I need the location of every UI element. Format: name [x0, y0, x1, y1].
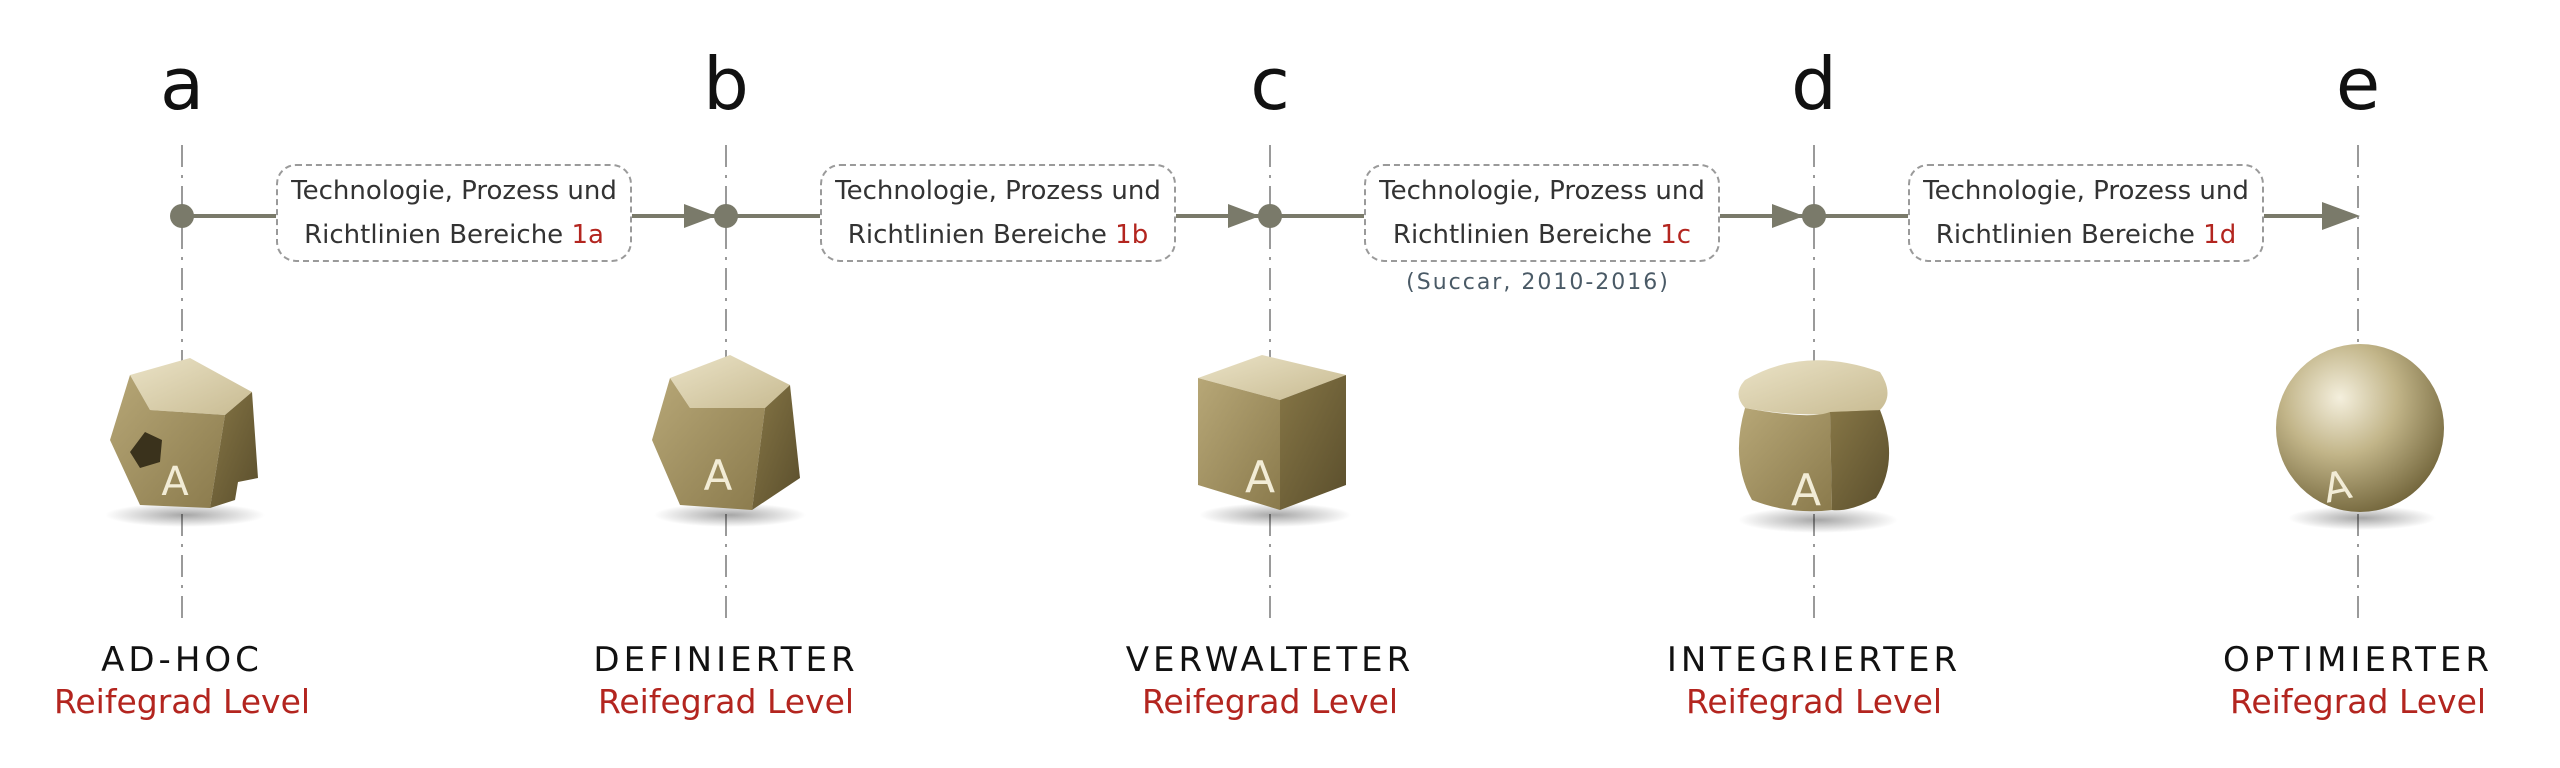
shape-a-icon: A	[105, 358, 265, 527]
transition-line2: Richtlinien Bereiche	[304, 220, 564, 250]
shape-e-icon: A	[2276, 344, 2444, 530]
transition-code: 1b	[1115, 220, 1149, 250]
svg-text:A: A	[1791, 465, 1821, 516]
node-dot-a	[170, 204, 194, 228]
level-sub-e: Reifegrad Level	[2229, 682, 2487, 721]
stage-letter-c: c	[1250, 42, 1290, 126]
arrow-head-c	[1228, 204, 1260, 228]
level-sub-c: Reifegrad Level	[1141, 682, 1399, 721]
level-name-b: DEFINIERTER	[593, 640, 859, 680]
shape-c-icon: A	[1198, 355, 1351, 527]
level-sub-b: Reifegrad Level	[597, 682, 855, 721]
transition-box-1a: Technologie, Prozess und Richtlinien Ber…	[276, 164, 632, 262]
level-sub-a: Reifegrad Level	[53, 682, 311, 721]
stage-letter-b: b	[703, 42, 749, 126]
arrow-head-e	[2322, 202, 2360, 230]
svg-text:A: A	[161, 459, 189, 505]
shape-b-icon: A	[652, 355, 806, 527]
transition-line1: Technologie, Prozess und	[291, 176, 617, 206]
arrow-head-d	[1772, 204, 1804, 228]
node-dot-b	[714, 204, 738, 228]
stage-letter-d: d	[1791, 42, 1837, 126]
node-dot-d	[1802, 204, 1826, 228]
node-dot-c	[1258, 204, 1282, 228]
svg-text:A: A	[1245, 452, 1275, 503]
transition-box-1b: Technologie, Prozess und Richtlinien Ber…	[820, 164, 1176, 262]
transition-line2: Richtlinien Bereiche	[1392, 220, 1652, 250]
level-name-a: AD-HOC	[101, 640, 263, 680]
citation: (Succar, 2010-2016)	[1406, 270, 1670, 295]
transition-line2: Richtlinien Bereiche	[1935, 220, 2195, 250]
transition-line1: Technologie, Prozess und	[1923, 176, 2249, 206]
stage-letter-a: a	[159, 42, 205, 126]
transition-line2: Richtlinien Bereiche	[847, 220, 1107, 250]
level-name-c: VERWALTETER	[1125, 640, 1415, 680]
transition-box-1c: Technologie, Prozess und Richtlinien Ber…	[1364, 164, 1720, 262]
level-sub-d: Reifegrad Level	[1685, 682, 1943, 721]
transition-line1: Technologie, Prozess und	[835, 176, 1161, 206]
transition-code: 1a	[571, 220, 604, 250]
transition-code: 1c	[1660, 220, 1692, 250]
level-name-e: OPTIMIERTER	[2223, 640, 2493, 680]
svg-text:A: A	[704, 451, 733, 500]
transition-code: 1d	[2203, 220, 2237, 250]
shape-d-icon: A	[1738, 360, 1898, 533]
stage-letter-e: e	[2335, 42, 2381, 126]
transition-box-1d: Technologie, Prozess und Richtlinien Ber…	[1908, 164, 2264, 262]
arrow-head-b	[684, 204, 716, 228]
level-name-d: INTEGRIERTER	[1666, 640, 1962, 680]
transition-line1: Technologie, Prozess und	[1379, 176, 1705, 206]
